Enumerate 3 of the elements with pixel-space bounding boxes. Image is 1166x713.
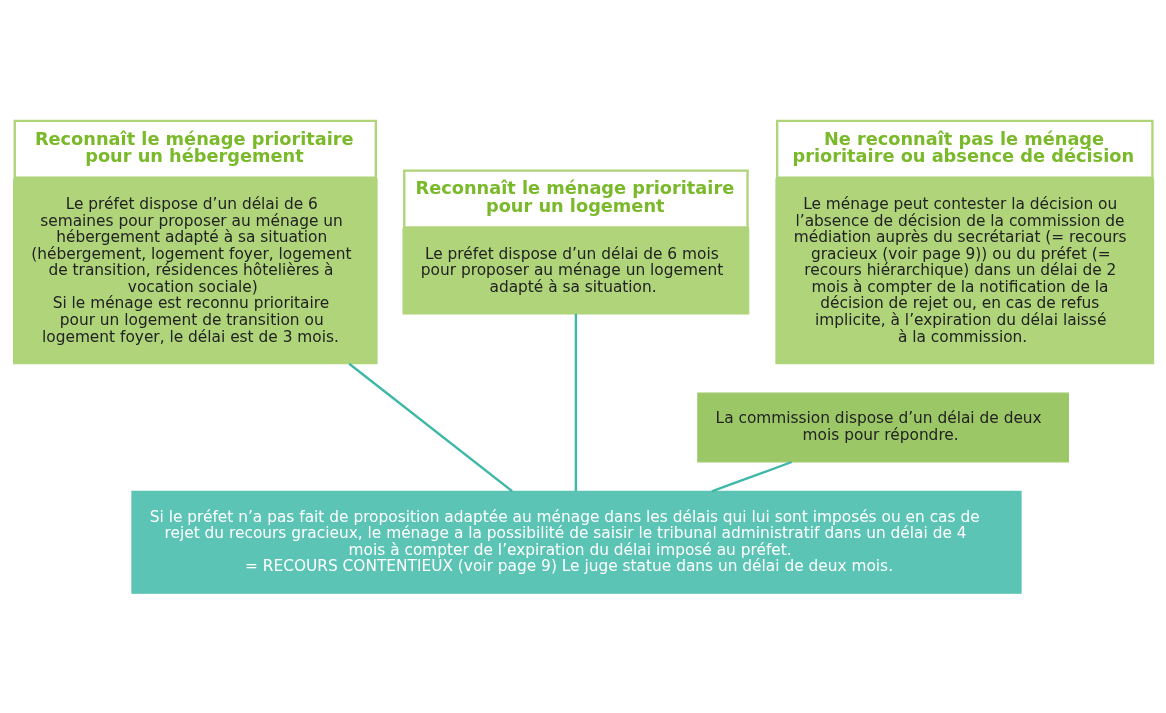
connector	[348, 362, 513, 493]
connector	[711, 460, 793, 493]
connector	[574, 313, 578, 492]
